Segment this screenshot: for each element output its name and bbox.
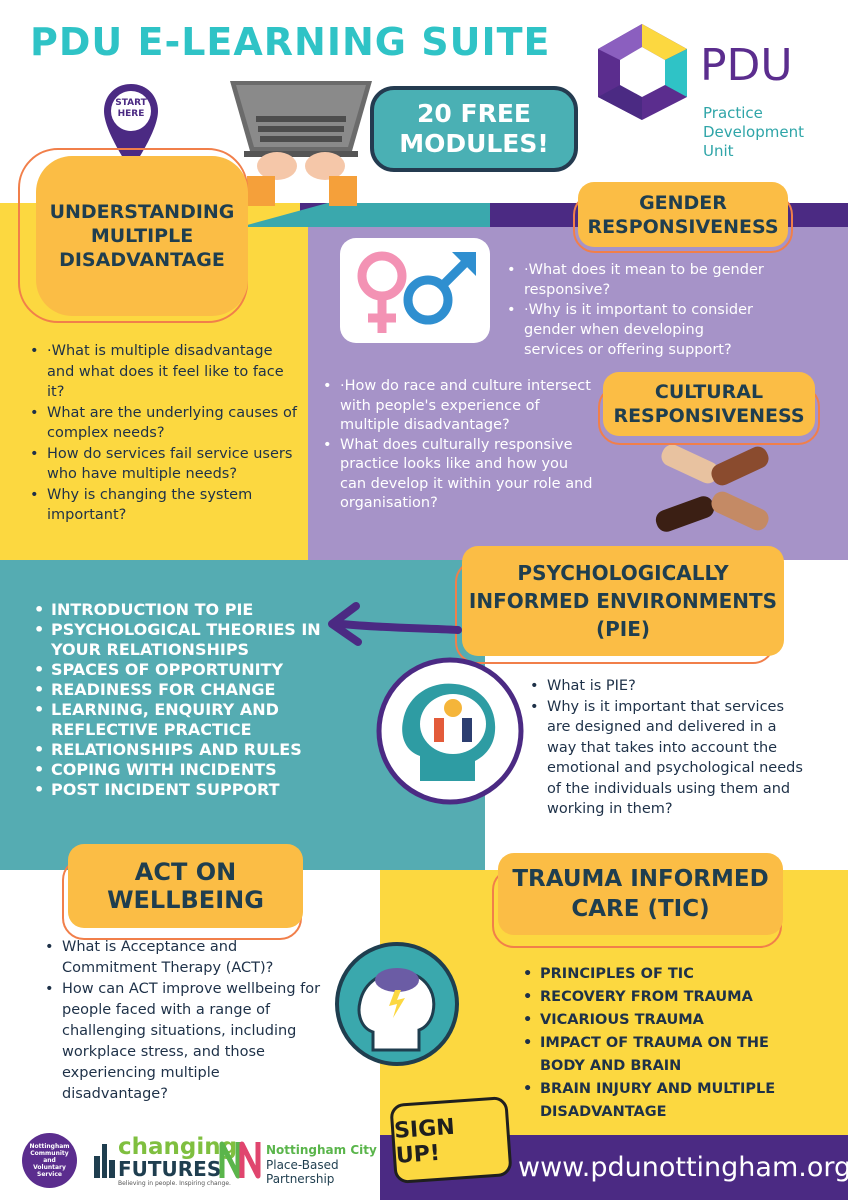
signup-button[interactable]: SIGN UP! <box>389 1095 513 1185</box>
list-item: How can ACT improve wellbeing for people… <box>45 979 330 1105</box>
act-list: What is Acceptance and Commitment Therap… <box>45 937 330 1105</box>
list-item: ·How do race and culture intersect with … <box>323 377 593 436</box>
list-item: BRAIN INJURY AND MULTIPLE DISADVANTAGE <box>523 1078 803 1124</box>
umd-title: UNDERSTANDING MULTIPLE DISADVANTAGE <box>36 156 248 316</box>
joined-hands-icon <box>655 445 769 532</box>
list-item: How do services fail service users who h… <box>30 444 300 485</box>
list-item: What does culturally responsive practice… <box>323 436 593 514</box>
list-item: ·Why is it important to consider gender … <box>507 300 767 360</box>
list-item: PSYCHOLOGICAL THEORIES IN YOUR RELATIONS… <box>34 620 334 660</box>
page-title: PDU E-LEARNING SUITE <box>30 20 551 64</box>
logo-name: PDU <box>700 40 793 91</box>
pie-questions-list: What is PIE? Why is it important that se… <box>530 676 810 820</box>
logo-subtitle: Practice Development Unit <box>703 104 804 161</box>
list-item: ·What is multiple disadvantage and what … <box>30 341 300 403</box>
list-item: COPING WITH INCIDENTS <box>34 760 334 780</box>
ncp-logo-line2: Place-Based <box>266 1158 339 1172</box>
list-item: ·What does it mean to be gender responsi… <box>507 260 767 300</box>
pie-title: PSYCHOLOGICALLY INFORMED ENVIRONMENTS (P… <box>462 546 784 656</box>
pdu-hexagon-logo <box>598 24 687 120</box>
cultural-title: CULTURAL RESPONSIVENESS <box>603 372 815 436</box>
free-modules-badge: 20 FREE MODULES! <box>370 86 578 172</box>
list-item: PRINCIPLES OF TIC <box>523 963 803 986</box>
list-item: IMPACT OF TRAUMA ON THE BODY AND BRAIN <box>523 1032 803 1078</box>
changing-futures-logo: changing <box>118 1134 238 1160</box>
list-item: Why is it important that services are de… <box>530 697 810 820</box>
list-item: Why is changing the system important? <box>30 485 300 526</box>
location-pin-icon <box>104 84 158 170</box>
ncp-logo-line3: Partnership <box>266 1172 335 1186</box>
list-item: RECOVERY FROM TRAUMA <box>523 986 803 1009</box>
ncvs-logo: Nottingham Community and Voluntary Servi… <box>22 1133 77 1188</box>
list-item: POST INCIDENT SUPPORT <box>34 780 334 800</box>
act-title: ACT ON WELLBEING <box>68 844 303 928</box>
city-skyline-icon <box>94 1144 115 1178</box>
logo-subtitle-line: Development <box>703 123 804 141</box>
arrow-left-icon <box>328 602 462 646</box>
list-item: SPACES OF OPPORTUNITY <box>34 660 334 680</box>
ncp-logo-line1: Nottingham City <box>266 1143 377 1157</box>
laptop-typing-icon <box>230 81 372 206</box>
ncp-logo-icon <box>219 1141 261 1179</box>
logo-subtitle-line: Practice <box>703 104 763 122</box>
pie-topics-list: INTRODUCTION TO PIE PSYCHOLOGICAL THEORI… <box>34 600 334 800</box>
list-item: What is Acceptance and Commitment Therap… <box>45 937 330 979</box>
list-item: VICARIOUS TRAUMA <box>523 1009 803 1032</box>
changing-futures-tagline: Believing in people. Inspiring change. <box>118 1180 231 1187</box>
head-storm-cloud-icon <box>335 942 459 1066</box>
gender-list: ·What does it mean to be gender responsi… <box>507 260 767 360</box>
tic-title: TRAUMA INFORMED CARE (TIC) <box>498 853 783 935</box>
list-item: What is PIE? <box>530 676 810 697</box>
gender-symbols-icon <box>340 238 490 343</box>
logo-subtitle-line: Unit <box>703 142 734 160</box>
changing-futures-logo-line2: FUTURES <box>118 1157 222 1181</box>
list-item: INTRODUCTION TO PIE <box>34 600 334 620</box>
start-here-label: START HERE <box>115 98 147 119</box>
tic-topics-list: PRINCIPLES OF TIC RECOVERY FROM TRAUMA V… <box>523 963 803 1124</box>
gender-title: GENDER RESPONSIVENESS <box>578 182 788 247</box>
list-item: RELATIONSHIPS AND RULES <box>34 740 334 760</box>
website-link[interactable]: www.pdunottingham.org <box>518 1152 848 1183</box>
cultural-list: ·How do race and culture intersect with … <box>323 377 593 514</box>
list-item: LEARNING, ENQUIRY AND REFLECTIVE PRACTIC… <box>34 700 334 740</box>
head-lightbulb-icon <box>376 657 524 805</box>
list-item: What are the underlying causes of comple… <box>30 403 300 444</box>
umd-list: ·What is multiple disadvantage and what … <box>30 341 300 526</box>
list-item: READINESS FOR CHANGE <box>34 680 334 700</box>
